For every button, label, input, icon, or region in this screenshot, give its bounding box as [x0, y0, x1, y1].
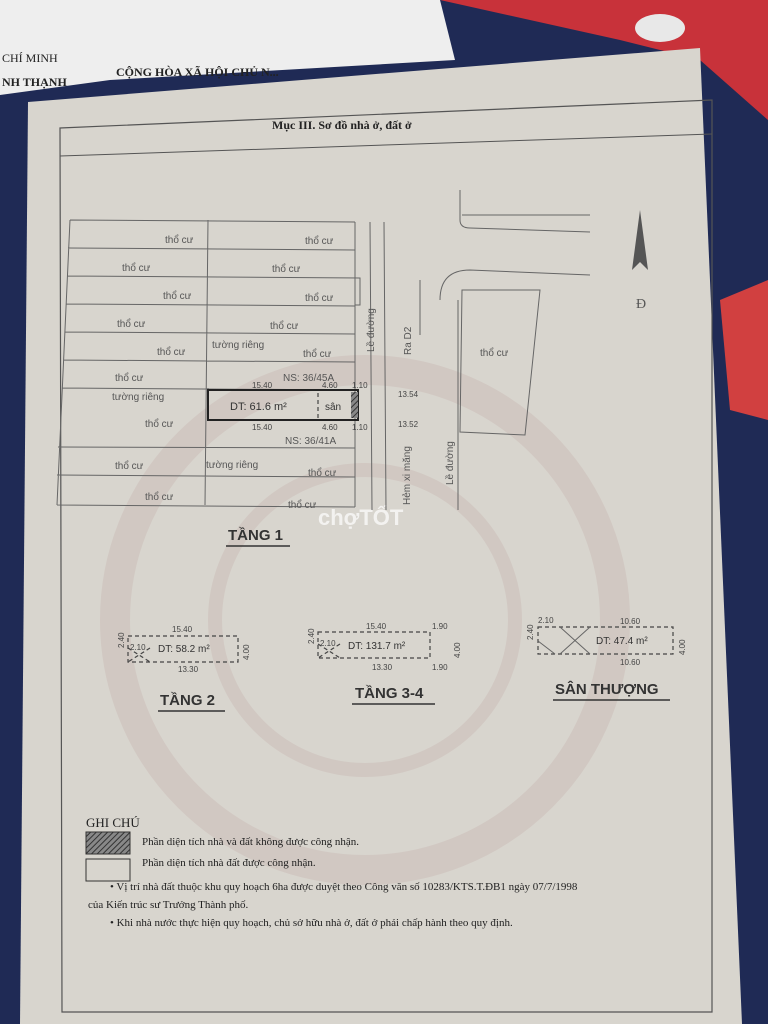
- dimension: 4.60: [322, 423, 338, 432]
- road-d2-label: Ra D2: [403, 326, 414, 355]
- dimension: 4.00: [678, 639, 687, 655]
- dimension: 2.40: [307, 628, 316, 644]
- parcel-label: thổ cư: [157, 346, 186, 358]
- behind-paper: [0, 0, 455, 95]
- parcel-area: DT: 61.6 m²: [230, 401, 287, 413]
- behind-header: CỘNG HÒA XÃ HỘI CHỦ N...: [116, 65, 279, 79]
- plain-swatch: [85, 858, 131, 882]
- parcel-label: thổ cư: [117, 318, 146, 330]
- dimension: 15.40: [252, 423, 273, 432]
- fabric-spot: [635, 14, 685, 42]
- parcel-label: thổ cư: [305, 235, 334, 247]
- parcel-label: thổ cư: [115, 460, 144, 472]
- private-wall-label: tường riêng: [212, 340, 264, 351]
- dimension: 2.10: [130, 643, 146, 652]
- legend-recognized: Phần diện tích nhà đất được công nhận.: [142, 857, 316, 869]
- floor-area: DT: 47.4 m²: [596, 636, 648, 647]
- floor-tang-3-4: DT: 131.7 m² 15.40 13.30 1.90 1.90 2.40 …: [307, 622, 462, 705]
- parcel-label: thổ cư: [163, 290, 192, 302]
- dimension: 15.40: [366, 622, 387, 631]
- dimension: 4.00: [453, 642, 462, 658]
- chotot-watermark: chợTỐT: [318, 504, 404, 530]
- seal-watermark-inner: [208, 463, 522, 777]
- legend-title: GHI CHÚ: [86, 815, 140, 830]
- unrecognized-area: [351, 392, 358, 418]
- dimension: 4.60: [322, 381, 338, 390]
- road-edge-label: Lề đường: [365, 308, 377, 352]
- note: • Khi nhà nước thực hiện quy hoạch, chủ …: [110, 917, 513, 929]
- parcel-label: thổ cư: [145, 418, 174, 430]
- north-letter: Đ: [636, 297, 646, 312]
- legend: GHI CHÚ Phần diện tích nhà và đất không …: [85, 815, 578, 929]
- dimension: 1.90: [432, 622, 448, 631]
- parcel-label: thổ cư: [165, 234, 194, 246]
- dimension: 2.40: [117, 632, 126, 648]
- parcel-label: thổ cư: [272, 263, 301, 275]
- dimension: 10.60: [620, 617, 641, 626]
- section-title: Mục III. Sơ đồ nhà ở, đất ở: [272, 118, 412, 132]
- dimension: 13.30: [178, 665, 199, 674]
- yard-label: sân: [325, 402, 341, 413]
- floor-title: TẦNG 1: [228, 527, 283, 544]
- dimension: 1.90: [432, 663, 448, 672]
- dimension: 15.40: [252, 381, 273, 390]
- floor-area: DT: 58.2 m²: [158, 644, 210, 655]
- parcel-label: thổ cư: [270, 320, 299, 332]
- floor-title: TẦNG 2: [160, 692, 215, 709]
- note: của Kiến trúc sư Trưởng Thành phố.: [88, 899, 248, 911]
- road-edge-label: Lề đường: [444, 441, 456, 485]
- dimension: 2.10: [538, 616, 554, 625]
- dimension: 15.40: [172, 625, 193, 634]
- fabric-red: [440, 0, 768, 120]
- site-plan: thổ cư thổ cư thổ cư thổ cư thổ cư thổ c…: [56, 190, 648, 547]
- parcel-label: thổ cư: [308, 467, 337, 479]
- title-divider: [59, 133, 713, 157]
- note: • Vị trí nhà đất thuộc khu quy hoạch 6ha…: [110, 881, 578, 893]
- dimension: 1.10: [352, 381, 368, 390]
- dimension: 2.40: [526, 624, 535, 640]
- certificate-page: [20, 48, 742, 1024]
- floor-area: DT: 131.7 m²: [348, 641, 406, 652]
- dimension: 4.00: [242, 644, 251, 660]
- dimension: 13.52: [398, 420, 419, 429]
- hatched-swatch: [85, 831, 131, 855]
- parcel-label: thổ cư: [303, 348, 332, 360]
- parcel-label: thổ cư: [288, 499, 317, 511]
- parcel-label: thổ cư: [305, 292, 334, 304]
- dimension: 2.10: [320, 639, 336, 648]
- dimension: 13.30: [372, 663, 393, 672]
- neighbor-north: NS: 36/45A: [283, 373, 334, 384]
- dimension: 1.10: [352, 423, 368, 432]
- dimension: 10.60: [620, 658, 641, 667]
- private-wall-label: tường riêng: [112, 392, 164, 403]
- behind-text-left-1: CHÍ MINH: [2, 51, 58, 65]
- behind-text-left-2: NH THẠNH: [2, 75, 67, 89]
- floor-san-thuong: DT: 47.4 m² 2.10 10.60 10.60 2.40 4.00 S…: [526, 616, 687, 701]
- parcel-label: thổ cư: [145, 491, 174, 503]
- north-arrow-icon: [632, 210, 648, 270]
- seal-watermark: [100, 355, 630, 885]
- legend-not-recognized: Phần diện tích nhà và đất không được côn…: [142, 836, 359, 848]
- parcel-label: thổ cư: [480, 347, 509, 359]
- neighbor-south: NS: 36/41A: [285, 436, 336, 447]
- private-wall-label: tường riêng: [206, 460, 258, 471]
- floor-title: TẦNG 3-4: [355, 685, 424, 702]
- floor-tang-2: DT: 58.2 m² 15.40 13.30 2.40 2.10 4.00 T…: [117, 625, 251, 712]
- parcel-label: thổ cư: [122, 262, 151, 274]
- floor-title: SÂN THƯỢNG: [555, 680, 659, 698]
- dimension: 13.54: [398, 390, 419, 399]
- page-frame: [59, 99, 713, 1013]
- fabric-red-right: [720, 280, 768, 420]
- alley-label: Hẻm xi măng: [402, 446, 413, 505]
- parcel-label: thổ cư: [115, 372, 144, 384]
